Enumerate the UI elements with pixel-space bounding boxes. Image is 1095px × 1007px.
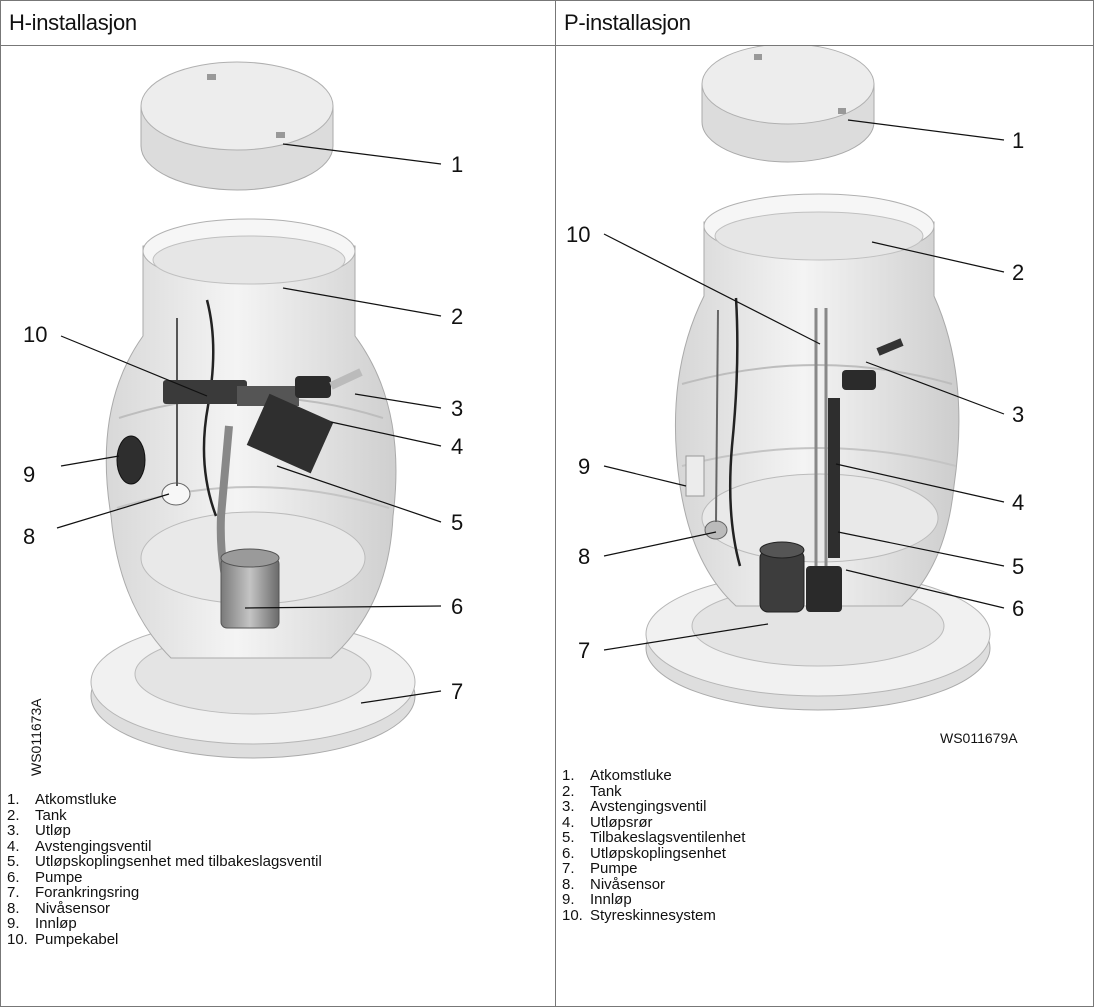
callout-1: 1	[1012, 128, 1024, 153]
legend-item: 2.Tank	[7, 808, 322, 824]
legend-item: 1.Atkomstluke	[7, 792, 322, 808]
callout-5: 5	[1012, 554, 1024, 579]
callout-7: 7	[451, 679, 463, 704]
callout-2: 2	[451, 304, 463, 329]
callout-3: 3	[1012, 402, 1024, 427]
legend-item: 4.Utløpsrør	[562, 815, 745, 831]
legend-item: 5.Tilbakeslagsventilenhet	[562, 830, 745, 846]
header-p-installation: P-installasjon	[556, 1, 1094, 46]
callout-8: 8	[578, 544, 590, 569]
figure-code-right: WS011679A	[940, 730, 1018, 746]
legend-right: 1.Atkomstluke 2.Tank 3.Avstengingsventil…	[562, 768, 745, 923]
legend-item: 7.Forankringsring	[7, 885, 322, 901]
callout-10: 10	[566, 222, 590, 247]
legend-item: 7.Pumpe	[562, 861, 745, 877]
callout-5: 5	[451, 510, 463, 535]
header-p-label: P-installasjon	[556, 1, 1093, 45]
callout-7: 7	[578, 638, 590, 663]
legend-left: 1.Atkomstluke 2.Tank 3.Utløp 4.Avstengin…	[7, 792, 322, 947]
legend-item: 10.Pumpekabel	[7, 932, 322, 948]
callout-9: 9	[578, 454, 590, 479]
legend-item: 6.Utløpskoplingsenhet	[562, 846, 745, 862]
right-figure-cell: 1 2 3 4 5 6 7 8 9 10 WS011679A 1.Atkomst…	[556, 46, 1094, 1007]
callout-6: 6	[451, 594, 463, 619]
callout-9: 9	[23, 462, 35, 487]
legend-item: 5.Utløpskoplingsenhet med tilbakeslagsve…	[7, 854, 322, 870]
header-h-label: H-installasjon	[1, 1, 555, 45]
legend-item: 9.Innløp	[562, 892, 745, 908]
header-h-installation: H-installasjon	[1, 1, 556, 46]
legend-item: 8.Nivåsensor	[562, 877, 745, 893]
legend-item: 1.Atkomstluke	[562, 768, 745, 784]
figure-code-left: WS011673A	[28, 698, 44, 776]
legend-item: 10.Styreskinnesystem	[562, 908, 745, 924]
callout-4: 4	[1012, 490, 1024, 515]
callout-1: 1	[451, 152, 463, 177]
access-hatch-shape	[702, 46, 874, 162]
callout-2: 2	[1012, 260, 1024, 285]
legend-item: 2.Tank	[562, 784, 745, 800]
callout-8: 8	[23, 524, 35, 549]
legend-item: 8.Nivåsensor	[7, 901, 322, 917]
legend-item: 6.Pumpe	[7, 870, 322, 886]
access-hatch-shape	[141, 62, 333, 190]
callout-3: 3	[451, 396, 463, 421]
legend-item: 3.Avstengingsventil	[562, 799, 745, 815]
callout-6: 6	[1012, 596, 1024, 621]
callout-10: 10	[23, 322, 47, 347]
left-figure-cell: 1 2 3 4 5 6 7 8 9 10 WS011673A 1.Atkomst…	[1, 46, 556, 1007]
legend-item: 3.Utløp	[7, 823, 322, 839]
legend-item: 4.Avstengingsventil	[7, 839, 322, 855]
callout-4: 4	[451, 434, 463, 459]
legend-item: 9.Innløp	[7, 916, 322, 932]
